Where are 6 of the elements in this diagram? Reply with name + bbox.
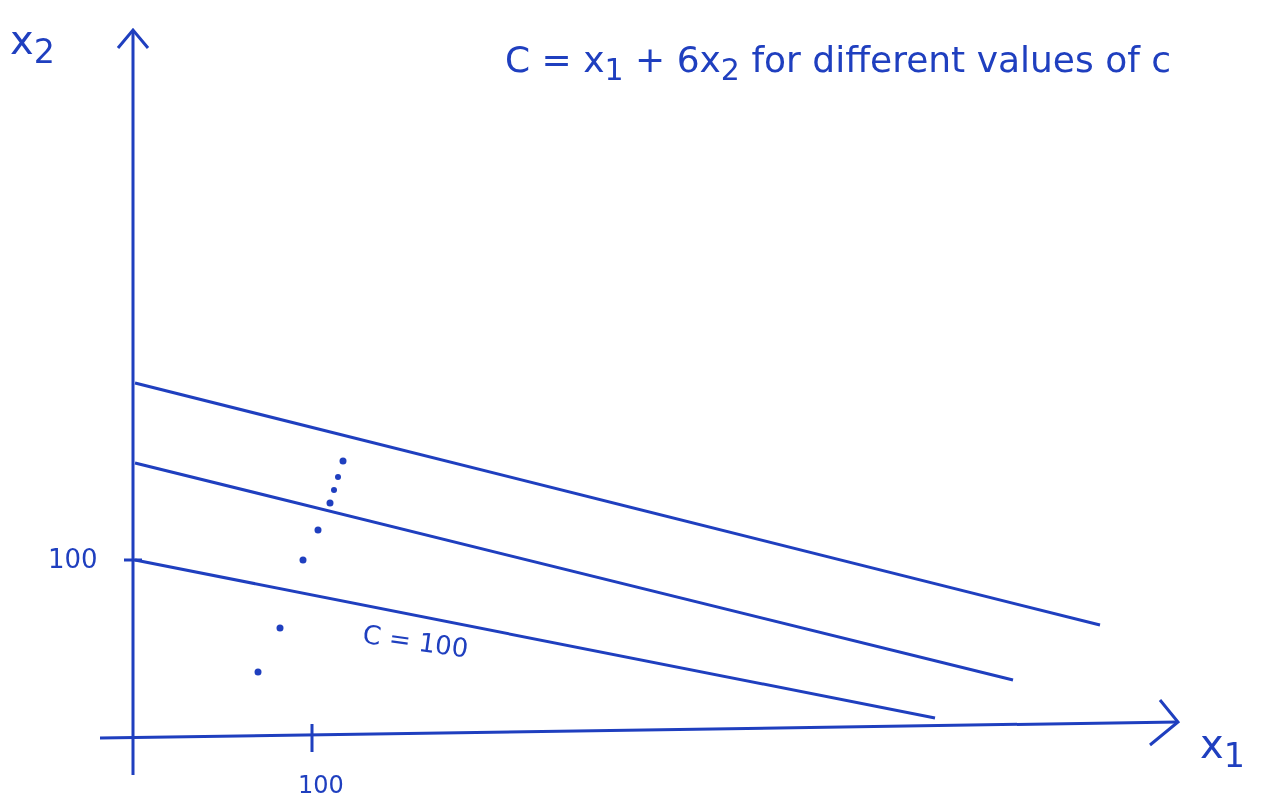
- axis-label: x$_{1}$: [1200, 722, 1245, 775]
- axis-label: x$_{2}$: [10, 18, 55, 71]
- line-label: C = 100: [361, 620, 471, 664]
- tick-label: 100: [48, 545, 98, 574]
- tick-label: 100: [298, 772, 344, 799]
- equation-note: C = x$_{1}$ + 6x$_{2}$ for different values of c: [505, 40, 1173, 87]
